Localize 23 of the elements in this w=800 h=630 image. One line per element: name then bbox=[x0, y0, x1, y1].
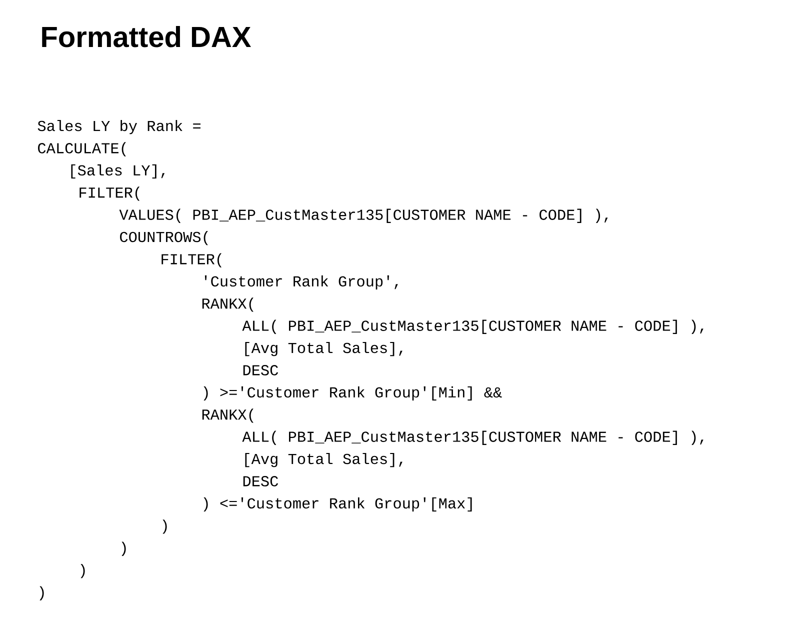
code-line: 'Customer Rank Group', bbox=[204, 275, 398, 290]
code-line: ) bbox=[122, 542, 126, 556]
code-line: ) <='Customer Rank Group'[Max] bbox=[204, 497, 472, 512]
code-line: FILTER( bbox=[80, 186, 140, 201]
code-line: ALL( PBI_AEP_CustMaster135[CUSTOMER NAME - CODE] ), bbox=[242, 430, 704, 445]
code-line: ) >='Customer Rank Group'[Min] && bbox=[204, 386, 502, 401]
code-line: [Avg Total Sales], bbox=[245, 342, 402, 356]
code-line: RANKX( bbox=[202, 298, 254, 312]
code-line: [Avg Total Sales], bbox=[245, 453, 402, 468]
code-line: [Sales LY], bbox=[71, 164, 165, 179]
code-line: ) bbox=[162, 520, 167, 534]
code-line: FILTER( bbox=[162, 253, 222, 268]
code-line: DESC bbox=[243, 476, 278, 486]
code-line: ALL( PBI_AEP_CustMaster135[CUSTOMER NAME - CODE] ), bbox=[242, 320, 704, 334]
title: Formatted DAX bbox=[42, 26, 251, 48]
code-line: DESC bbox=[243, 365, 278, 376]
code-line: COUNTROWS( bbox=[120, 231, 208, 246]
code-line: CALCULATE( bbox=[38, 142, 126, 156]
code-line: ) bbox=[40, 586, 44, 600]
code-line: VALUES( PBI_AEP_CustMaster135[CUSTOMER NAME - CODE] ), bbox=[119, 208, 608, 223]
code-line: RANKX( bbox=[202, 408, 254, 423]
code-line: Sales LY by Rank = bbox=[38, 120, 200, 134]
code-line: ) bbox=[80, 564, 85, 578]
